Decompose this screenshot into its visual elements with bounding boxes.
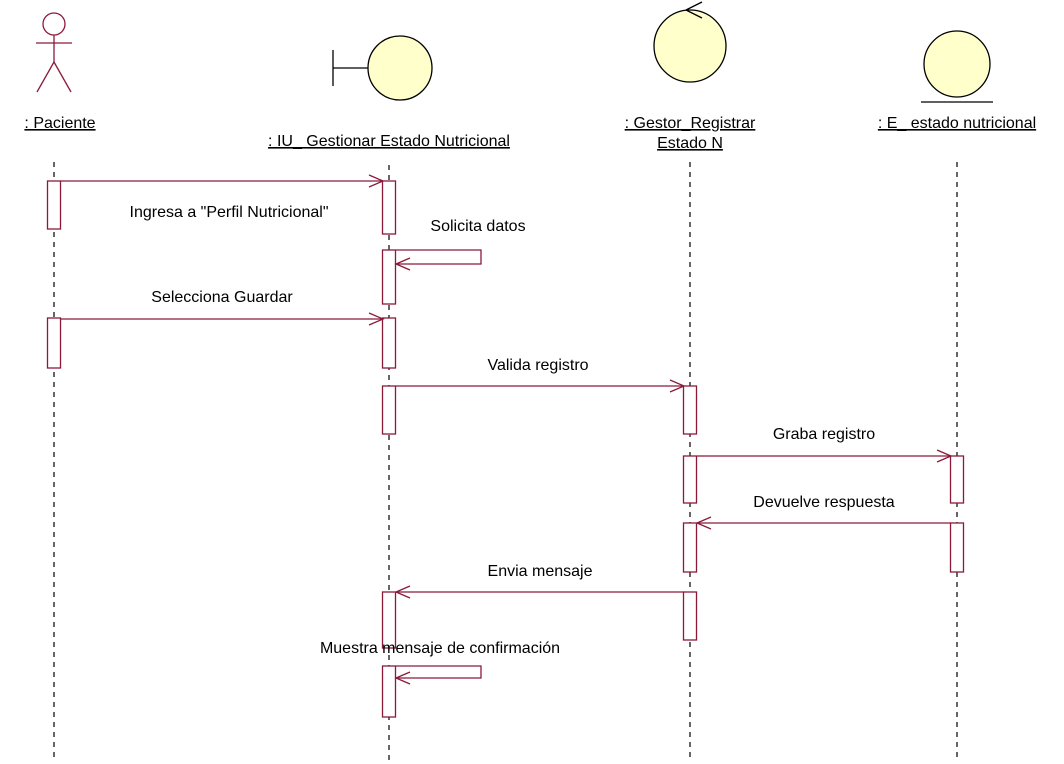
- message-arrowhead: [368, 312, 385, 326]
- message-arrowhead: [669, 379, 686, 393]
- lifeline-name-line: : E_ estado nutricional: [878, 115, 1036, 132]
- activation-bar: [381, 249, 397, 305]
- messages: Ingresa a "Perfil Nutricional" Solicita d…: [61, 174, 953, 685]
- activation-bar: [46, 317, 62, 369]
- message-arrowhead: [394, 671, 411, 685]
- message: Muestra mensaje de confirmación: [320, 640, 560, 685]
- message: Graba registro: [697, 426, 953, 463]
- activation-bar: [682, 591, 698, 641]
- message-label: Solicita datos: [430, 218, 525, 235]
- activation-bar: [682, 385, 698, 435]
- lifeline-name-line: : IU_ Gestionar Estado Nutricional: [268, 133, 510, 150]
- activation-bar: [682, 455, 698, 504]
- message-arrowhead: [394, 257, 411, 271]
- lifeline-name-line: : Paciente: [24, 115, 95, 132]
- message-self-arrow: [396, 249, 482, 265]
- lifeline-iu: : IU_ Gestionar Estado Nutricional: [268, 35, 510, 150]
- lifeline-name: : E_ estado nutricional: [878, 115, 1036, 132]
- message: Envia mensaje: [394, 563, 684, 599]
- control-arrow-icon: [685, 1, 703, 19]
- control-circle-icon: [653, 9, 727, 83]
- actor-head-icon: [42, 12, 66, 36]
- actor-leg-right: [53, 61, 72, 93]
- lifeline-name-line: : Gestor_Registrar: [625, 115, 756, 132]
- boundary-circle-icon: [367, 35, 433, 101]
- activation-bar: [46, 180, 62, 230]
- message-arrowhead: [394, 585, 411, 599]
- message-self-arrow: [396, 665, 482, 679]
- lifeline-paciente: : Paciente: [24, 12, 96, 132]
- message-label: Selecciona Guardar: [151, 289, 293, 306]
- activation-bar: [381, 180, 397, 235]
- activation-bar: [381, 317, 397, 369]
- message-arrowhead: [695, 516, 712, 530]
- message-label: Ingresa a "Perfil Nutricional": [130, 204, 329, 221]
- message-label: Envia mensaje: [488, 563, 593, 580]
- message: Ingresa a "Perfil Nutricional": [61, 174, 385, 221]
- lifeline-name: : Paciente: [24, 115, 95, 132]
- activation-bar: [949, 455, 965, 504]
- actor-leg-left: [36, 61, 55, 93]
- activation-bar: [381, 591, 397, 649]
- lifeline-lines: [53, 162, 958, 762]
- activation-bar: [949, 522, 965, 573]
- lifeline-entidad: : E_ estado nutricional: [878, 30, 1036, 132]
- message: Solicita datos: [394, 218, 526, 271]
- message-label: Graba registro: [773, 426, 875, 443]
- message-label: Devuelve respuesta: [753, 494, 895, 511]
- activation-bar: [381, 385, 397, 435]
- lifeline-name: : IU_ Gestionar Estado Nutricional: [268, 133, 510, 150]
- message-arrowhead: [936, 449, 953, 463]
- message: Valida registro: [396, 357, 686, 393]
- message-label: Muestra mensaje de confirmación: [320, 640, 560, 657]
- entity-circle-icon: [923, 30, 991, 98]
- activation-bar: [682, 522, 698, 573]
- message: Devuelve respuesta: [695, 494, 951, 530]
- lifeline-name-line: Estado N: [657, 135, 723, 152]
- message: Selecciona Guardar: [61, 289, 385, 326]
- lifeline-heads: : Paciente : IU_ Gestionar Estado Nutrici…: [24, 1, 1036, 152]
- activation-bar: [381, 665, 397, 718]
- message-arrowhead: [368, 174, 385, 188]
- activation-bars: [46, 180, 965, 718]
- message-label: Valida registro: [487, 357, 588, 374]
